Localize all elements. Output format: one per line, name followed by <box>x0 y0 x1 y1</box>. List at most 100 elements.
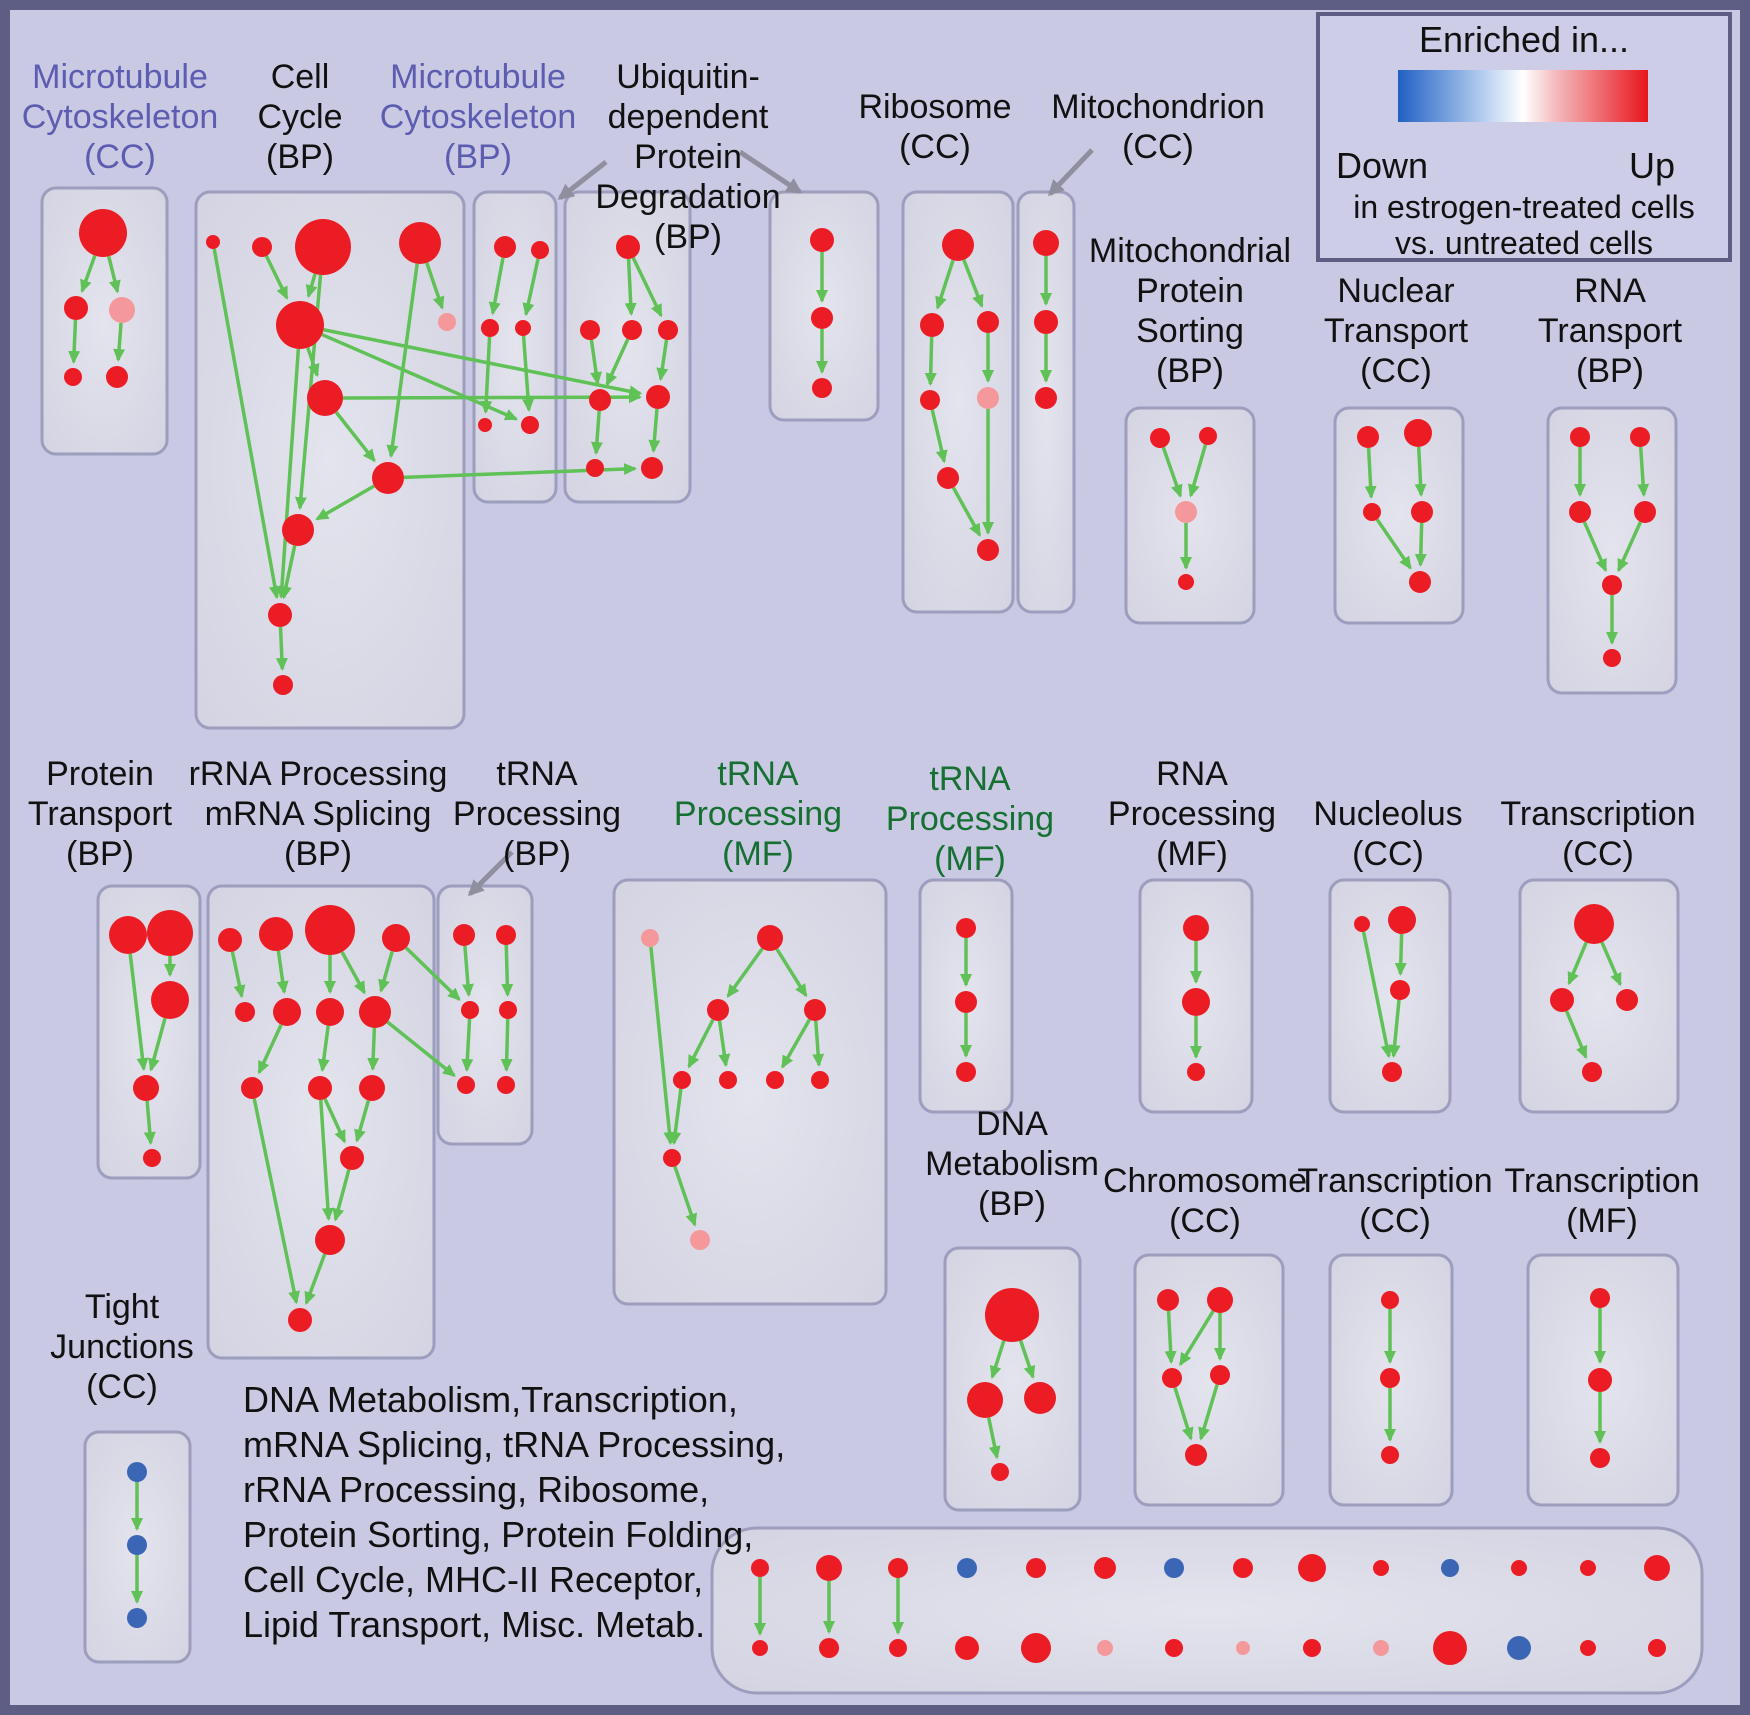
go-term-node <box>1382 1062 1402 1082</box>
go-term-node <box>1233 1558 1253 1578</box>
go-edge-arrow <box>726 947 764 998</box>
go-term-node <box>1602 575 1622 595</box>
pointer-arrow <box>1047 148 1094 197</box>
group-box-nuclear-transport-cc <box>1333 406 1465 625</box>
edges-layer <box>68 248 1650 1636</box>
go-term-node <box>1210 1365 1230 1385</box>
go-term-node <box>252 237 272 257</box>
go-edge-arrow <box>1364 447 1377 500</box>
go-edge-arrow <box>812 1020 825 1068</box>
go-term-node <box>580 320 600 340</box>
group-box-ubiquitin-degradation-bp-b <box>768 190 880 422</box>
group-box-dna-metabolism-bp <box>943 1246 1082 1512</box>
group-box-transcription-cc-1 <box>1518 878 1680 1114</box>
go-term-node <box>1569 501 1591 523</box>
go-term-node <box>235 1002 255 1022</box>
go-term-node <box>1590 1448 1610 1468</box>
go-term-node <box>819 1638 839 1658</box>
go-term-node <box>1183 915 1209 941</box>
go-term-node <box>399 222 441 264</box>
go-edge-arrow <box>425 262 445 310</box>
pointer-arrow <box>557 160 608 200</box>
group-label-chromosome-cc: Chromosome(CC) <box>1103 1162 1307 1240</box>
go-term-node <box>438 313 456 331</box>
go-edge-arrow <box>1414 446 1427 498</box>
go-term-node <box>127 1535 147 1555</box>
go-edge-arrow <box>1600 941 1622 987</box>
go-term-node <box>359 996 391 1028</box>
go-term-node <box>151 981 189 1019</box>
go-edge-arrow <box>305 273 318 299</box>
go-term-node <box>1363 503 1381 521</box>
group-label-transcription-mf: Transcription(MF) <box>1504 1162 1699 1240</box>
go-edge-arrow <box>230 951 246 999</box>
group-box-microtubule-cytoskeleton-cc <box>40 186 169 456</box>
go-edge-arrow <box>1375 518 1412 570</box>
go-edge-arrow <box>80 254 97 293</box>
go-term-node <box>282 514 314 546</box>
go-edge-arrow <box>488 257 505 316</box>
go-term-node <box>1381 1446 1399 1464</box>
go-term-node <box>920 313 944 337</box>
go-term-node <box>127 1462 147 1482</box>
group-box-chromosome-cc <box>1133 1253 1285 1507</box>
go-term-node <box>1236 1641 1250 1655</box>
go-edge-arrow <box>1018 1340 1036 1380</box>
go-edge-arrow <box>924 336 937 387</box>
legend-box <box>1316 12 1732 262</box>
go-edge-arrow <box>624 258 637 317</box>
go-edge-arrow <box>317 1025 330 1073</box>
go-edge-arrow <box>522 258 540 317</box>
go-term-node <box>810 228 834 252</box>
go-term-node <box>1034 310 1058 334</box>
go-edge-arrow <box>1188 444 1208 498</box>
go-edge-arrow <box>951 486 982 537</box>
go-term-node <box>1182 988 1210 1016</box>
go-edge-arrow <box>275 626 288 672</box>
go-term-node <box>1390 980 1410 1000</box>
go-edge-arrow <box>631 257 663 318</box>
go-term-node <box>147 910 193 956</box>
go-term-node <box>1357 426 1379 448</box>
group-label-mitochondrion-cc: Mitochondrion(CC) <box>1051 88 1265 166</box>
group-label-transcription-cc-2: Transcription(CC) <box>1297 1162 1492 1240</box>
go-edge-arrow <box>68 319 81 365</box>
go-term-node <box>515 320 531 336</box>
go-edge-arrow <box>649 946 676 1146</box>
go-edge-arrow <box>306 347 320 378</box>
go-term-node <box>1164 1558 1184 1578</box>
legend-title: Enriched in... <box>1419 19 1629 60</box>
go-term-node <box>1178 574 1194 590</box>
go-term-node <box>461 1001 479 1019</box>
group-label-ribosome-cc: Ribosome(CC) <box>858 88 1011 166</box>
go-term-node <box>1207 1287 1233 1313</box>
legend: Enriched in... Down Up in estrogen-treat… <box>1316 12 1732 262</box>
go-term-node <box>1199 427 1217 445</box>
go-term-node <box>288 1308 312 1332</box>
go-edge-arrow <box>590 410 603 456</box>
go-edge-arrow <box>717 1020 731 1068</box>
go-term-node <box>1373 1640 1389 1656</box>
go-edge-arrow <box>212 248 281 600</box>
go-edge-arrow <box>107 255 121 294</box>
group-label-transcription-cc-1: Transcription(CC) <box>1500 795 1695 873</box>
go-term-node <box>308 1076 332 1100</box>
go-edge-arrow <box>319 1099 334 1222</box>
go-term-node <box>106 366 128 388</box>
go-edge-arrow <box>500 1018 513 1073</box>
go-term-node <box>481 319 499 337</box>
go-term-node <box>757 925 783 951</box>
go-term-node <box>206 235 220 249</box>
go-term-node <box>812 378 832 398</box>
go-edge-arrow <box>1361 931 1393 1059</box>
go-edge-arrow <box>1564 1010 1588 1060</box>
go-term-node <box>494 236 516 258</box>
go-edge-arrow <box>113 322 126 363</box>
